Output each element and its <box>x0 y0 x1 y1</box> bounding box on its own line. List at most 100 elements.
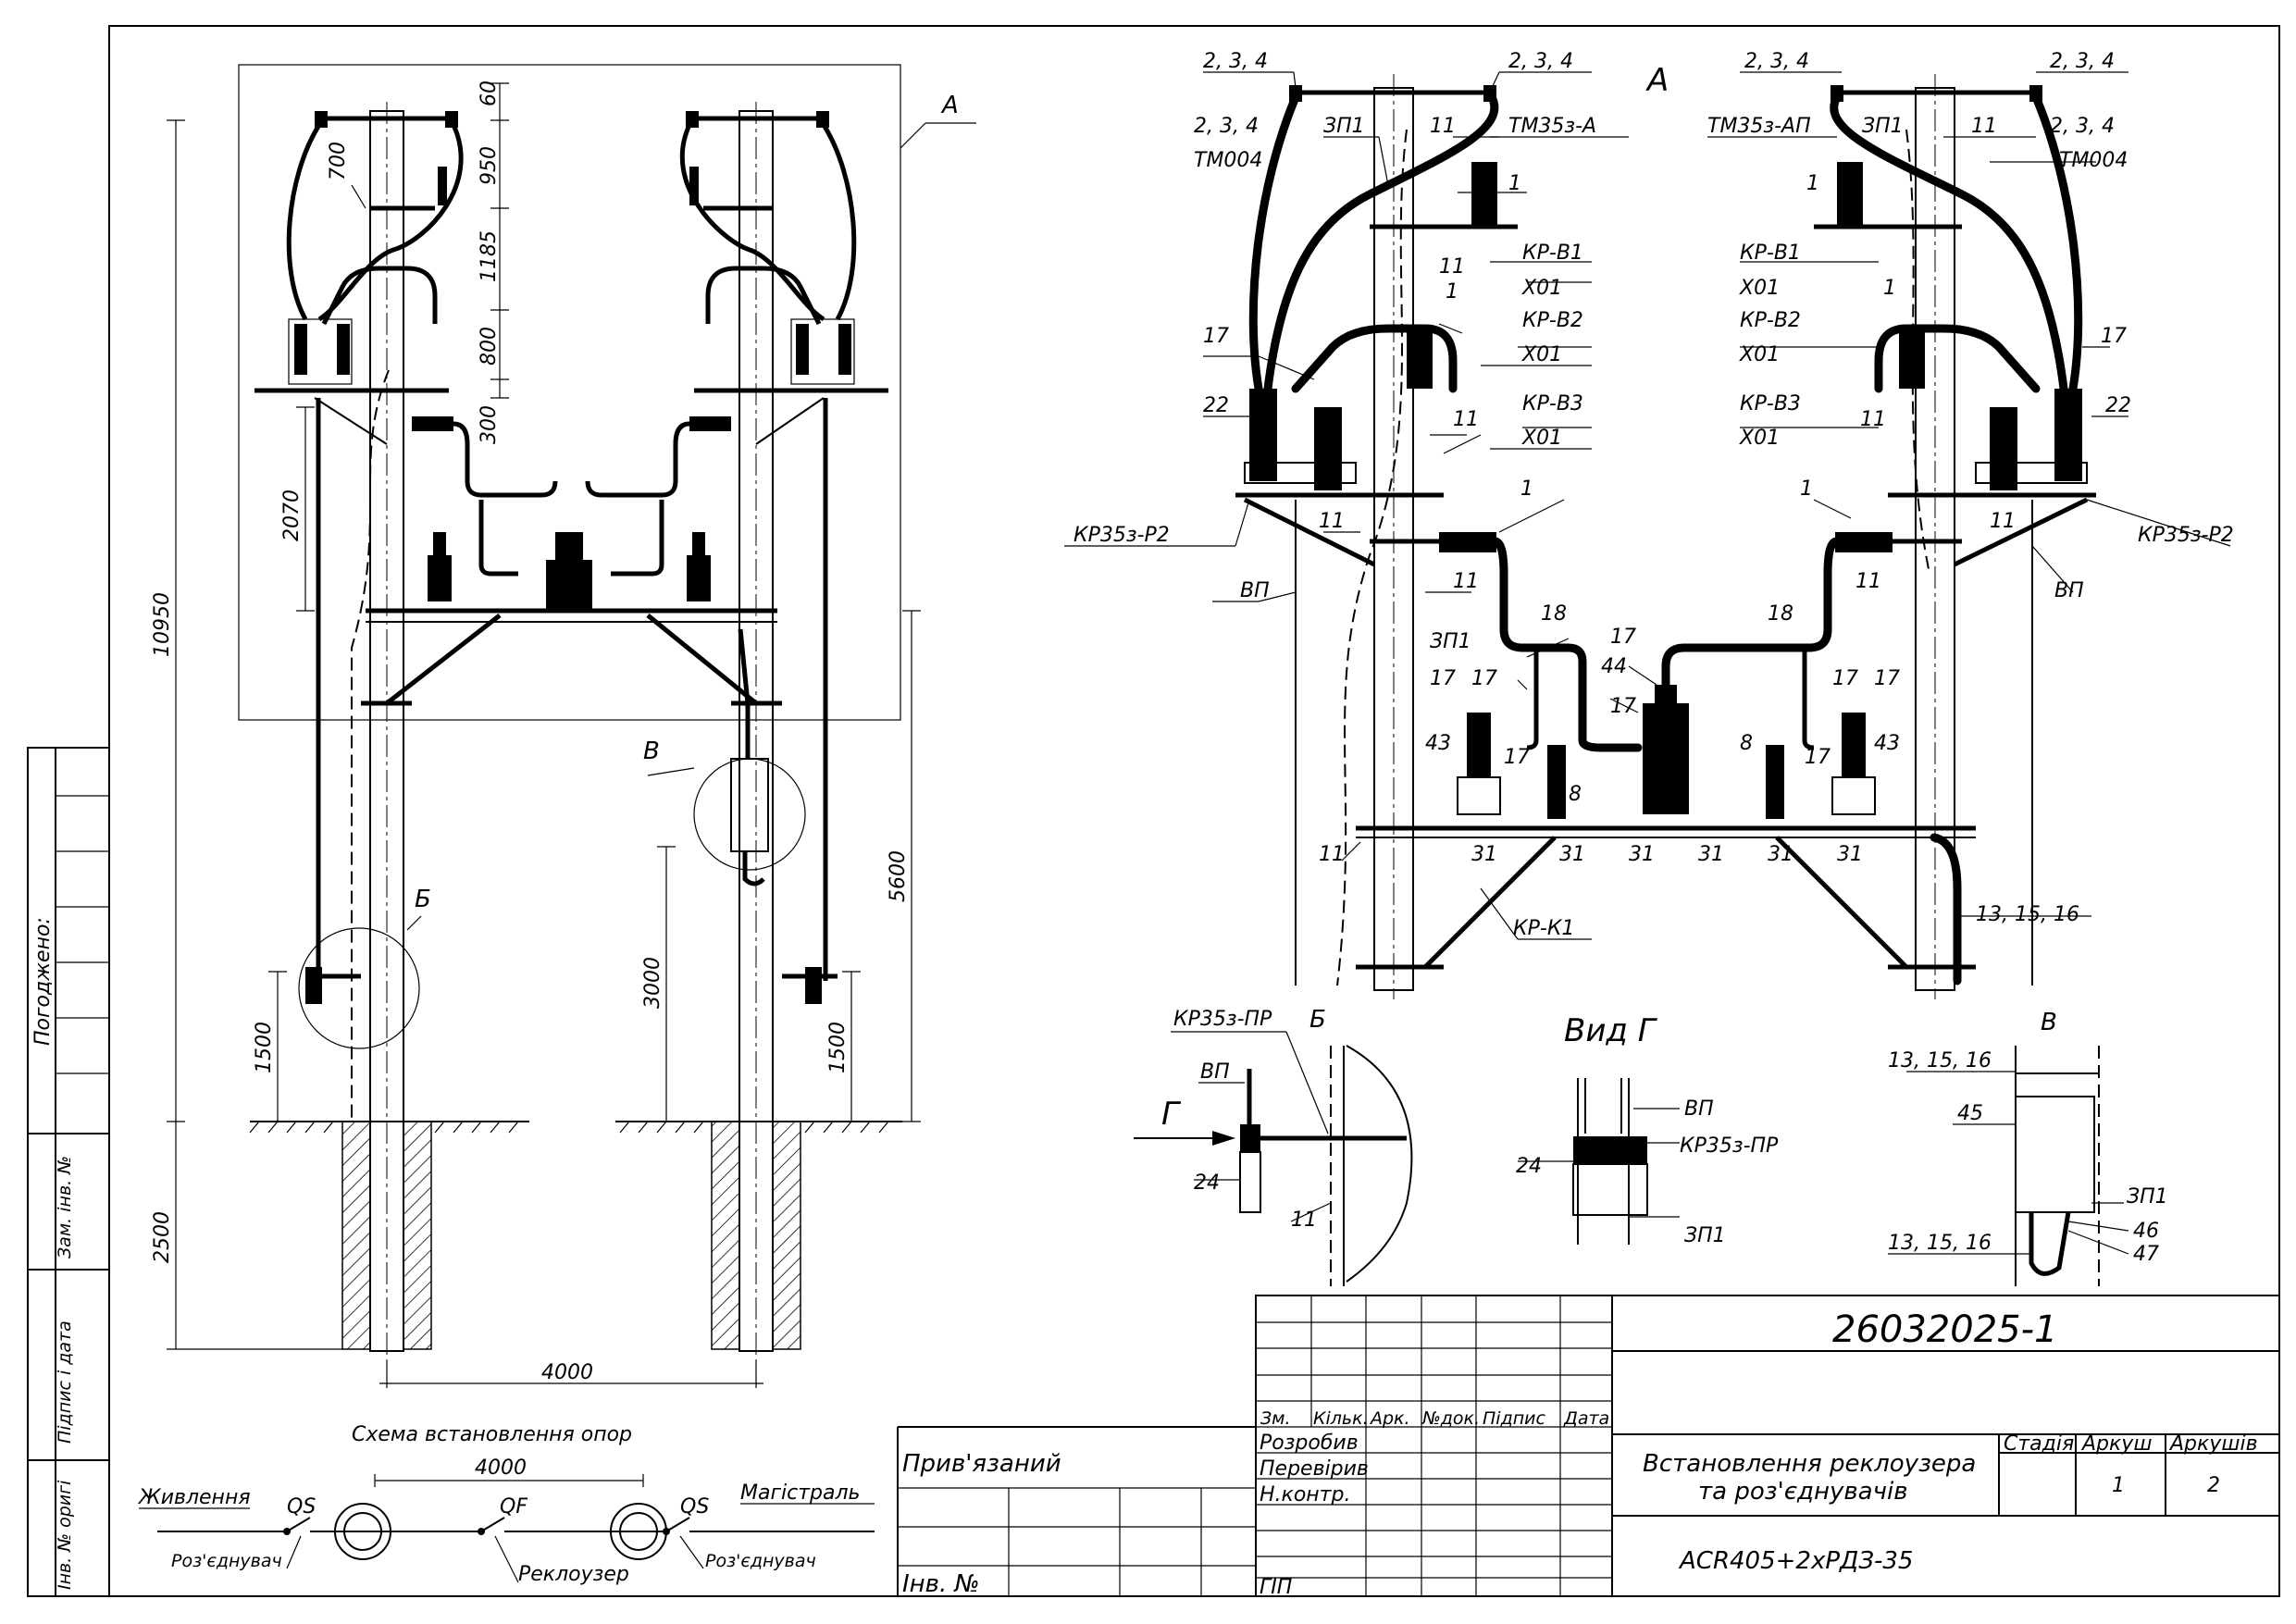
va-r-31-c: 31 <box>1837 843 1863 866</box>
va-m-11: 11 <box>1453 408 1479 431</box>
scheme-qs-right: QS <box>680 1495 709 1519</box>
detail-v-46: 46 <box>2133 1220 2159 1243</box>
va-r-17: 17 <box>2101 325 2127 348</box>
va-l-17-c: 17 <box>1471 667 1497 690</box>
callout-b: Б <box>415 886 431 913</box>
dim-300: 300 <box>478 405 501 444</box>
detail-b: Б КР35з-ПР ВП Г 24 11 <box>1134 1006 1413 1286</box>
va-r-22: 22 <box>2105 394 2131 417</box>
va-m-krv2: КР-В2 <box>1522 309 1583 332</box>
dim-1500-right: 1500 <box>826 1022 850 1073</box>
scheme-title: Схема встановлення опор <box>352 1423 632 1446</box>
dim-60: 60 <box>478 81 501 106</box>
va-r-11-c: 11 <box>1990 510 2016 533</box>
va-r-8: 8 <box>1740 732 1753 755</box>
dim-4000: 4000 <box>541 1361 593 1384</box>
equipment-code: ACR405+2хРДЗ-35 <box>1678 1547 1913 1575</box>
inv-label: Інв. № <box>902 1570 980 1598</box>
role-developed: Розробив <box>1260 1432 1359 1455</box>
title-block: 26032025-1 Зм. Кільк. Арк. №док. Підпис … <box>897 1295 2280 1599</box>
va-r-11-b: 11 <box>1860 408 1886 431</box>
va-l-11-e: 11 <box>1319 843 1345 866</box>
va-l-234-top: 2, 3, 4 <box>1203 50 1268 73</box>
dim-2500: 2500 <box>151 1211 174 1263</box>
side-cell-replace: Зам. інв. № <box>55 1156 75 1258</box>
va-r-234-c: 2, 3, 4 <box>2050 115 2115 138</box>
va-l-17: 17 <box>1203 325 1229 348</box>
detail-b-24: 24 <box>1194 1172 1220 1195</box>
view-a-title: А <box>1645 62 1669 99</box>
view-g-zp1: ЗП1 <box>1684 1224 1726 1247</box>
callout-circle-b <box>298 927 420 1049</box>
va-l-zp1: ЗП1 <box>1323 115 1365 138</box>
view-a-boundary <box>238 64 901 721</box>
va-l-11-b: 11 <box>1439 255 1465 279</box>
va-l-8: 8 <box>1569 783 1582 806</box>
va-r-17-c: 17 <box>1874 667 1900 690</box>
va-m-31-b: 31 <box>1559 843 1585 866</box>
detail-v-zp1: ЗП1 <box>2127 1185 2168 1209</box>
scheme-main: Магістраль <box>740 1481 861 1505</box>
col-zm: Зм. <box>1260 1408 1291 1429</box>
view-g-kr: КР35з-ПР <box>1680 1134 1779 1158</box>
va-m-44: 44 <box>1601 655 1627 678</box>
detail-b-kr: КР35з-ПР <box>1173 1008 1272 1031</box>
detail-v-top: 13, 15, 16 <box>1888 1049 1992 1072</box>
va-r-tm004: ТМ004 <box>2059 149 2128 172</box>
va-r-1: 1 <box>1806 172 1819 195</box>
va-m-krv3: КР-В3 <box>1522 392 1583 415</box>
detail-b-vp: ВП <box>1200 1060 1230 1084</box>
va-m-17-b: 17 <box>1610 695 1636 718</box>
detail-v-45: 45 <box>1957 1102 1983 1125</box>
va-l-kr35p2: КР35з-Р2 <box>1074 524 1170 547</box>
va-r-17-b: 17 <box>1832 667 1858 690</box>
detail-v-bottom: 13, 15, 16 <box>1888 1232 1992 1255</box>
va-r-krv3: КР-В3 <box>1740 392 1801 415</box>
va-m-18: 18 <box>1541 602 1567 626</box>
detail-b-g: Г <box>1161 1096 1182 1133</box>
dim-1500-left: 1500 <box>253 1022 276 1073</box>
col-kilk: Кільк. <box>1313 1408 1369 1429</box>
callout-circle-v <box>693 758 806 871</box>
view-g: Вид Г ВП КР35з-ПР 24 ЗП1 <box>1516 1012 1779 1247</box>
va-m-1-b: 1 <box>1520 477 1533 501</box>
va-l-tm004: ТМ004 <box>1194 149 1262 172</box>
dim-10950: 10950 <box>151 592 174 657</box>
detail-b-11: 11 <box>1291 1209 1317 1232</box>
va-r-11-d: 11 <box>1855 570 1881 593</box>
sheets-label: Аркушів <box>2168 1432 2258 1456</box>
callout-v: В <box>643 738 660 765</box>
va-m-x01-c: Х01 <box>1521 427 1562 450</box>
va-m-234: 2, 3, 4 <box>1508 50 1573 73</box>
view-g-title: Вид Г <box>1564 1012 1658 1049</box>
va-r-31-a: 31 <box>1698 843 1724 866</box>
va-m-krv1: КР-В1 <box>1522 242 1583 265</box>
dim-3000: 3000 <box>641 957 664 1009</box>
va-l-zp1-b: ЗП1 <box>1430 630 1471 653</box>
va-l-11-c: 11 <box>1319 510 1345 533</box>
va-m-17: 17 <box>1610 626 1636 649</box>
callout-a: А <box>940 92 959 119</box>
va-m-1: 1 <box>1508 172 1521 195</box>
col-data: Дата <box>1563 1408 1609 1429</box>
stage-label: Стадія <box>2004 1432 2074 1456</box>
scheme-distance: 4000 <box>475 1457 527 1480</box>
scheme-qf: QF <box>500 1495 527 1519</box>
va-r-vp: ВП <box>2054 579 2084 602</box>
va-r-234-b: 2, 3, 4 <box>2050 50 2115 73</box>
drawing-name-2: та роз'єднувачів <box>1698 1478 1908 1506</box>
va-m-tm35a: ТМ35з-А <box>1508 115 1596 138</box>
dim-950: 950 <box>478 146 501 185</box>
role-checked: Перевірив <box>1260 1457 1369 1481</box>
va-r-11: 11 <box>1971 115 1997 138</box>
va-l-17-b: 17 <box>1430 667 1456 690</box>
va-r-234-a: 2, 3, 4 <box>1744 50 1809 73</box>
va-r-1-b: 1 <box>1883 277 1896 300</box>
col-pidpys: Підпис <box>1483 1408 1545 1429</box>
sheet-value: 1 <box>2112 1474 2125 1497</box>
left-elevation: А В Б 60 700 950 118 <box>151 64 976 1388</box>
installation-scheme: Схема встановлення опор 4000 Живлення Ма… <box>137 1423 875 1586</box>
va-l-22: 22 <box>1203 394 1229 417</box>
role-ncontrol: Н.контр. <box>1260 1483 1350 1506</box>
